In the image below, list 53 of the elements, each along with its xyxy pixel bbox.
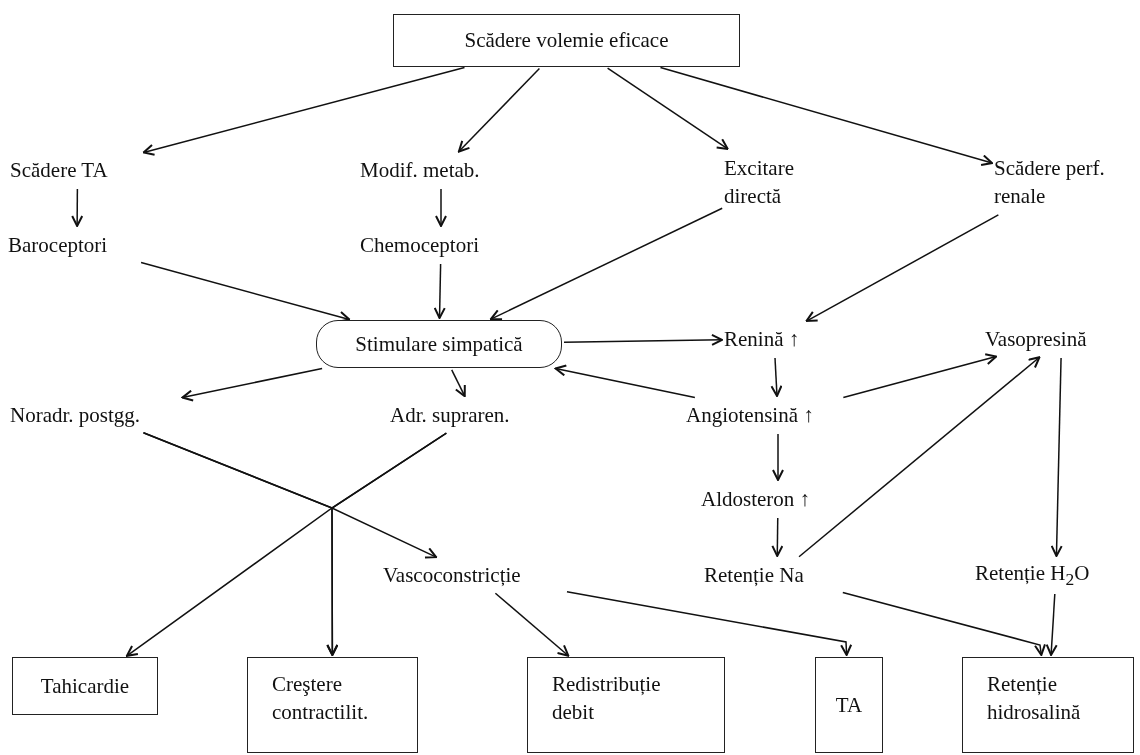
node-label: Scădere volemie eficace [464,27,669,55]
arrow [771,517,784,557]
process-box [527,657,725,753]
rounded-box [316,320,562,368]
process-box [393,14,740,67]
node-label: Redistribuție debit [552,671,662,727]
arrow [554,364,696,399]
node-label: Retenție Na [704,561,804,589]
arrow [1050,357,1063,557]
arrow [566,591,853,656]
arrow [659,66,994,167]
node-label: Stimulare simpatică [355,330,523,358]
arrow [489,207,723,321]
process-box [247,657,418,753]
arrow [71,188,84,227]
node-label: Vascoconstricție [383,561,521,589]
node-label: Noradr. postgg. [10,401,141,429]
arrow [772,433,784,481]
node-label: Angiotensină ↑ [686,401,814,429]
arrow [563,333,723,346]
arrow [842,353,998,399]
node-label: Vasopresină [985,325,1087,353]
node-label: Aldosteron ↑ [701,485,811,513]
arrow [494,592,570,657]
node-label: Retenție H$_{2}$O [975,559,1090,591]
arrow [842,591,1046,656]
arrow [326,432,448,656]
node-label: TA [835,691,863,719]
node-label: Excitare directă [724,154,795,210]
arrow [142,66,466,156]
arrow [770,357,783,397]
arrow [457,67,541,153]
arrow [450,369,466,398]
node-label: Scădere TA [10,156,108,184]
arrow [1045,593,1058,656]
node-label: Creştere contractilit. [272,671,370,727]
node-label: Retenție hidrosalină [987,671,1082,727]
process-box [12,657,158,715]
node-label: Baroceptori [8,231,108,259]
node-label: Chemoceptori [360,231,479,259]
node-label: Adr. supraren. [390,401,510,429]
arrow [798,356,1041,558]
node-label: Tahicardie [40,672,130,700]
arrow [435,188,447,227]
arrow [181,367,323,402]
arrow [805,214,1000,323]
node-label: Scădere perf. renale [994,154,1106,210]
node-label: Modif. metab. [360,156,480,184]
process-box [962,657,1134,753]
process-box [815,657,883,753]
arrow [433,263,446,319]
node-label: Renină ↑ [724,325,800,353]
arrow [606,67,729,150]
